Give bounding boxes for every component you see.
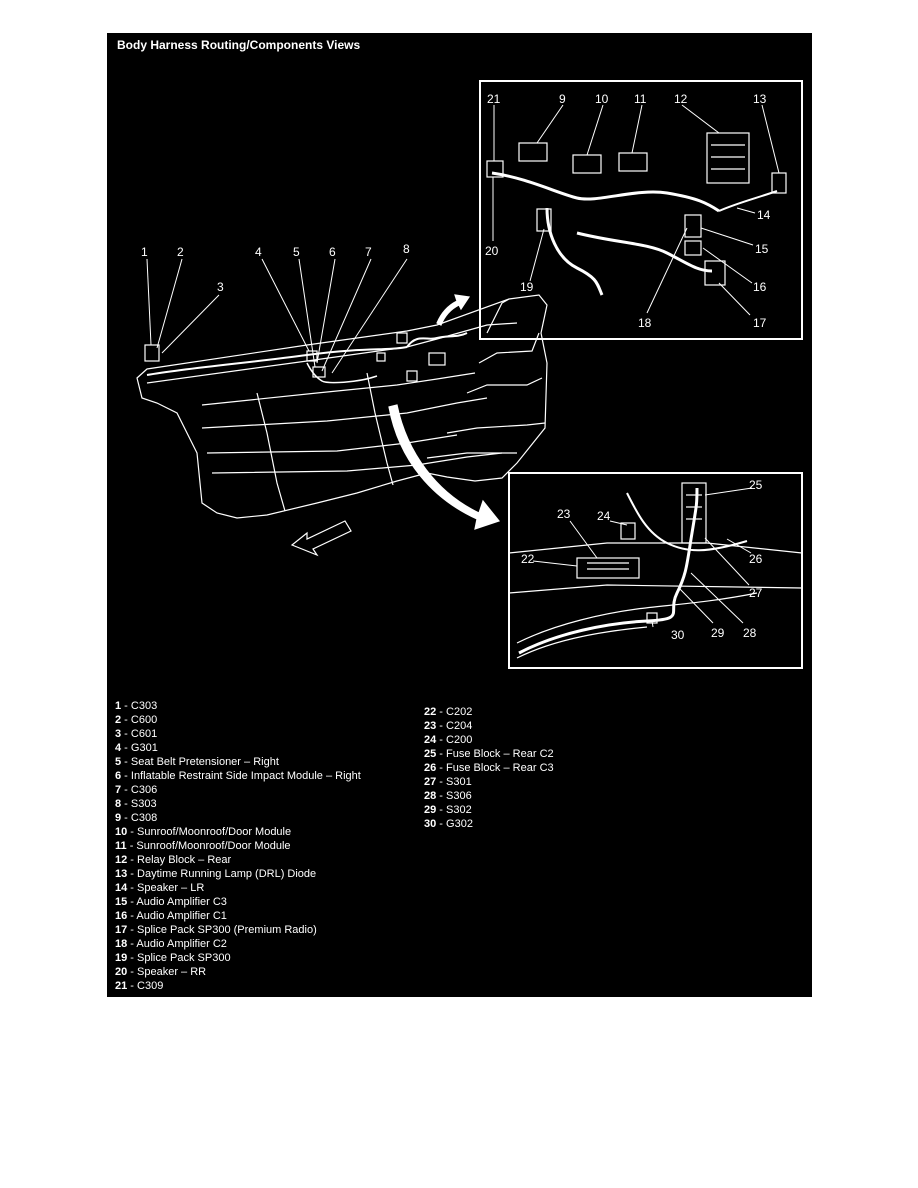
callout-18: 18 [638,316,652,330]
callout-11: 11 [634,92,647,106]
callout-25: 25 [749,478,763,492]
callout-26: 26 [749,552,763,566]
callout-9: 9 [559,92,566,106]
legend-item: 2 - C600 [115,714,158,726]
callout-15: 15 [755,242,769,256]
legend-list-right: 22 - C202 23 - C204 24 - C200 25 - Fuse … [424,705,554,831]
callout-1: 1 [141,245,148,259]
legend-item: 27 - S301 [424,776,472,788]
callout-13: 13 [753,92,767,106]
legend-item: 13 - Daytime Running Lamp (DRL) Diode [115,868,317,880]
callout-7: 7 [365,245,372,259]
legend-item: 22 - C202 [424,706,473,718]
harness-illustration: 1 2 3 4 5 6 7 8 9 10 11 12 13 14 15 16 1… [136,80,803,669]
legend-item: 26 - Fuse Block – Rear C3 [424,762,554,774]
callout-6: 6 [329,245,336,259]
legend-item: 11 - Sunroof/Moonroof/Door Module [115,840,291,852]
legend-item: 5 - Seat Belt Pretensioner – Right [115,756,279,768]
legend-item: 7 - C306 [115,784,158,796]
legend-item: 24 - C200 [424,734,473,746]
callout-10: 10 [595,92,609,106]
main-view-leaders [146,258,408,374]
callout-3: 3 [217,280,224,294]
callout-4: 4 [255,245,262,259]
legend-item: 15 - Audio Amplifier C3 [115,896,227,908]
legend-item: 16 - Audio Amplifier C1 [115,910,227,922]
legend-item: 12 - Relay Block – Rear [115,854,232,866]
inset-bottom [508,472,803,669]
callout-23: 23 [557,507,571,521]
legend-item: 4 - G301 [115,742,158,754]
vehicle-floor-view [136,294,548,557]
callout-20: 20 [485,244,499,258]
callout-17: 17 [753,316,767,330]
legend-item: 28 - S306 [424,790,472,802]
diagram-panel: Body Harness Routing/Components Views [107,33,812,997]
callout-29: 29 [711,626,725,640]
legend-item: 21 - C309 [115,980,164,992]
legend-item: 9 - C308 [115,812,158,824]
legend-list-left: 1 - C303 2 - C600 3 - C601 4 - G301 5 - … [115,699,361,993]
legend-item: 8 - S303 [115,798,157,810]
legend-item: 17 - Splice Pack SP300 (Premium Radio) [115,924,317,936]
legend-item: 23 - C204 [424,720,473,732]
callout-22: 22 [521,552,535,566]
legend-item: 29 - S302 [424,804,472,816]
callout-14: 14 [757,208,771,222]
diagram-title: Body Harness Routing/Components Views [117,38,361,52]
legend-item: 1 - C303 [115,700,158,712]
inset-top [479,80,803,340]
legend-item: 14 - Speaker – LR [115,882,205,894]
callout-24: 24 [597,509,611,523]
callout-28: 28 [743,626,757,640]
legend-item: 19 - Splice Pack SP300 [115,952,231,964]
callout-2: 2 [177,245,184,259]
inset-bottom-leaders [532,487,753,628]
callout-19: 19 [520,280,534,294]
callout-27: 27 [749,586,763,600]
callout-8: 8 [403,242,410,256]
callout-16: 16 [753,280,767,294]
inset-top-leaders [492,104,780,316]
legend-item: 20 - Speaker – RR [115,966,207,978]
legend-item: 6 - Inflatable Restraint Side Impact Mod… [115,770,361,782]
legend-item: 10 - Sunroof/Moonroof/Door Module [115,826,292,838]
legend-item: 25 - Fuse Block – Rear C2 [424,748,554,760]
callout-30: 30 [671,628,685,642]
callout-21: 21 [487,92,501,106]
legend-item: 3 - C601 [115,728,158,740]
callout-5: 5 [293,245,300,259]
callout-numbers: 1 2 3 4 5 6 7 8 9 10 11 12 13 14 15 16 1… [141,92,771,642]
legend-item: 18 - Audio Amplifier C2 [115,938,227,950]
legend-item: 30 - G302 [424,818,473,830]
callout-12: 12 [674,92,688,106]
